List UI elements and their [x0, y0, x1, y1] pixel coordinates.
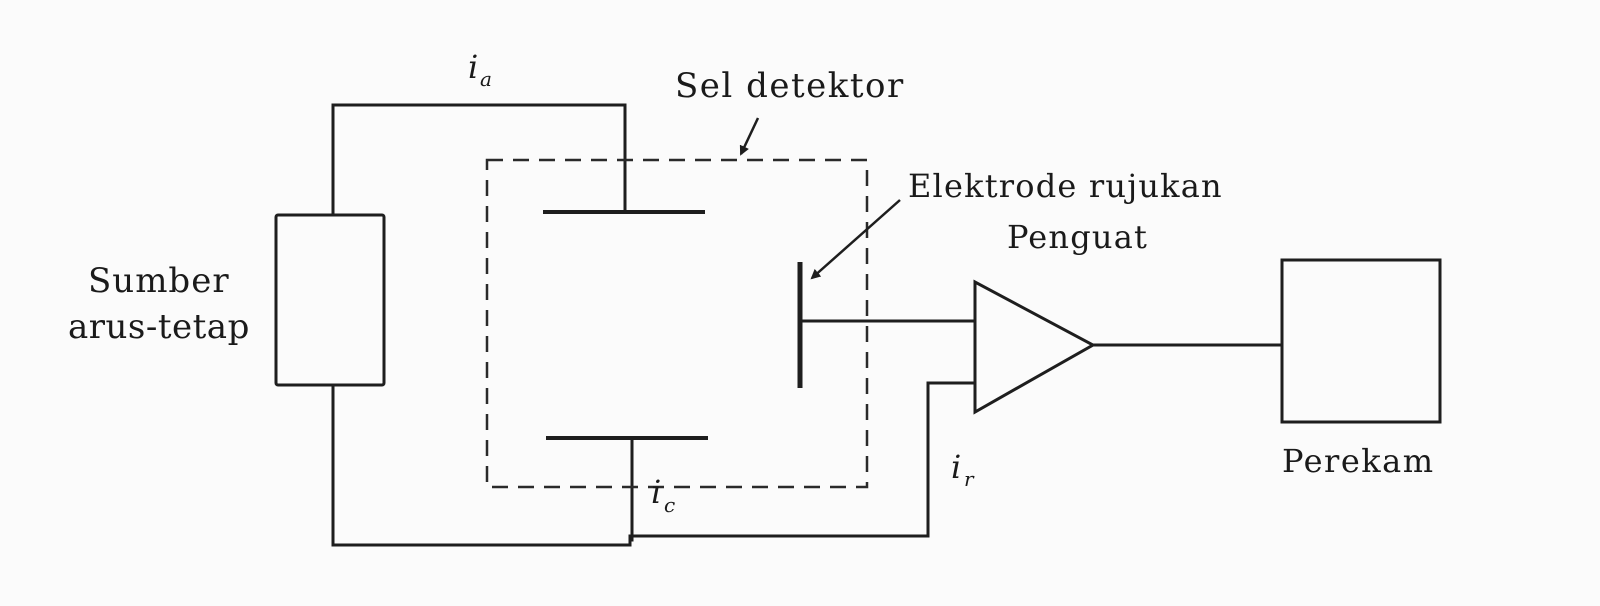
- recorder-label: Perekam: [1282, 442, 1435, 480]
- current-anode-symbol: i: [468, 48, 478, 86]
- cell-label: Sel detektor: [675, 66, 905, 106]
- current-source-box: [274, 213, 386, 387]
- current-cathode-symbol: i: [651, 473, 661, 511]
- detector-cell-boundary: [485, 158, 869, 489]
- amplifier-label: Penguat: [1007, 218, 1148, 256]
- current-label-reference: i r: [951, 448, 975, 491]
- current-reference-symbol: i: [951, 448, 961, 486]
- reference-leader-arrow: [810, 199, 901, 280]
- reference-electrode-label: Elektrode rujukan: [908, 167, 1223, 205]
- source-label-line1: Sumber: [88, 261, 230, 301]
- current-reference-subscript: r: [964, 467, 975, 491]
- wire-ground: [331, 381, 975, 547]
- current-label-cathode: i c: [651, 473, 675, 517]
- cell-leader-arrow: [739, 117, 760, 156]
- current-label-anode: i a: [468, 48, 492, 91]
- current-anode-subscript: a: [480, 67, 492, 91]
- recorder-box: [1280, 258, 1442, 424]
- wire-anode: [331, 103, 627, 217]
- current-cathode-subscript: c: [664, 493, 675, 517]
- circuit-wires: [331, 103, 1282, 547]
- amplifier-triangle: [973, 279, 1097, 415]
- source-label-line2: arus-tetap: [68, 307, 250, 347]
